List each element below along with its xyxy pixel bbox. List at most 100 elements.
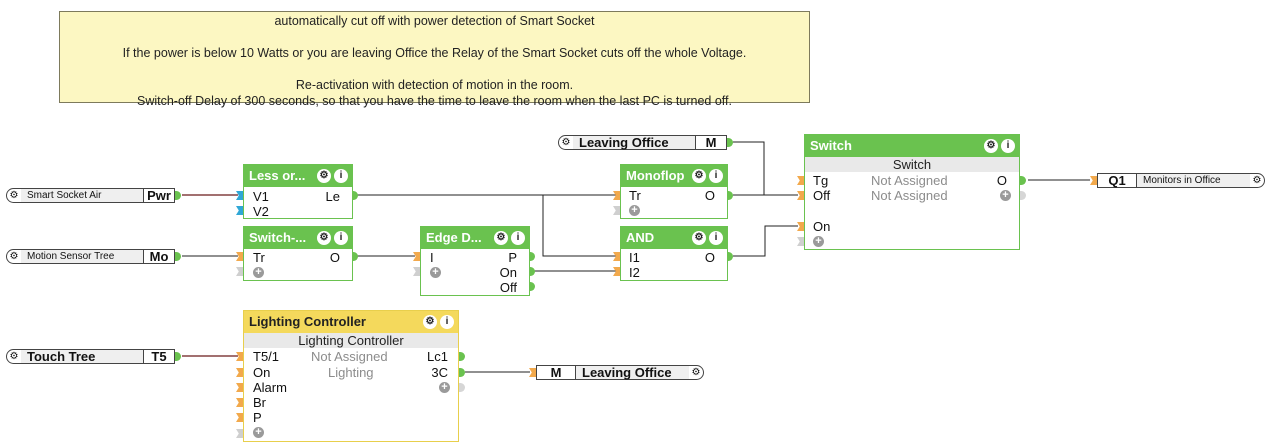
port-label: 3C <box>431 365 448 380</box>
add-input-icon[interactable]: + <box>629 205 640 216</box>
block-less-or-equal[interactable]: Less or... ⚙i V1 V2 Le <box>243 164 353 219</box>
input-port[interactable] <box>797 237 804 246</box>
port-label: Br <box>253 395 266 410</box>
port-label: O <box>996 173 1007 188</box>
input-code: T5 <box>151 349 167 364</box>
input-port[interactable] <box>413 252 420 261</box>
input-port[interactable] <box>236 413 243 422</box>
input-port[interactable] <box>1090 176 1097 185</box>
output-port[interactable] <box>352 191 358 200</box>
port-label: P <box>253 410 262 425</box>
input-name: Smart Socket Air <box>21 189 144 202</box>
block-and[interactable]: AND ⚙i I1 I2 O <box>620 226 728 281</box>
add-input-icon[interactable]: + <box>253 267 264 278</box>
input-smart-socket[interactable]: ⚙ Smart Socket Air Pwr <box>6 188 175 203</box>
input-port[interactable] <box>236 267 243 276</box>
output-port[interactable] <box>727 252 733 261</box>
wire-leaving-off <box>733 141 765 195</box>
input-port[interactable] <box>236 352 243 361</box>
gear-icon[interactable]: ⚙ <box>9 190 19 201</box>
input-port[interactable] <box>236 429 243 438</box>
port-label: O <box>704 188 715 203</box>
gear-icon[interactable]: ⚙ <box>984 139 998 153</box>
input-port[interactable] <box>236 383 243 392</box>
gear-icon[interactable]: ⚙ <box>494 231 508 245</box>
input-port[interactable] <box>236 252 243 261</box>
block-monoflop[interactable]: Monoflop ⚙i Tr O + <box>620 164 728 219</box>
wire-le-and <box>542 195 616 257</box>
output-port[interactable] <box>175 191 181 200</box>
info-icon[interactable]: i <box>440 315 454 329</box>
gear-icon[interactable]: ⚙ <box>692 231 706 245</box>
gear-icon[interactable]: ⚙ <box>691 367 701 378</box>
info-icon[interactable]: i <box>511 231 525 245</box>
input-port[interactable] <box>236 206 243 215</box>
comment-note[interactable]: automatically cut off with power detecti… <box>59 11 810 108</box>
gear-icon[interactable]: ⚙ <box>9 351 19 362</box>
note-line: Switch-off Delay of 300 seconds, so that… <box>136 94 732 108</box>
output-port[interactable] <box>529 282 535 291</box>
gear-icon[interactable]: ⚙ <box>692 169 706 183</box>
block-switch[interactable]: Switch ⚙i Switch Tg Off On Not Assigned … <box>804 134 1020 250</box>
info-icon[interactable]: i <box>334 169 348 183</box>
output-name: Leaving Office <box>575 366 689 379</box>
input-port[interactable] <box>236 368 243 377</box>
input-port[interactable] <box>613 206 620 215</box>
output-port[interactable] <box>727 138 733 147</box>
info-icon[interactable]: i <box>1001 139 1015 153</box>
gear-icon[interactable]: ⚙ <box>317 231 331 245</box>
assignment-text: Lighting <box>328 365 374 380</box>
input-port[interactable] <box>236 191 243 200</box>
output-port[interactable] <box>175 352 181 361</box>
block-edge-detection[interactable]: Edge D... ⚙i I + P On Off <box>420 226 530 296</box>
output-port[interactable] <box>529 252 535 261</box>
output-port[interactable] <box>459 383 465 392</box>
port-label: O <box>704 250 715 265</box>
output-port[interactable] <box>175 252 181 261</box>
input-port[interactable] <box>797 222 804 231</box>
input-port[interactable] <box>529 368 536 377</box>
output-port[interactable] <box>352 252 358 261</box>
block-title: Less or... <box>249 168 306 183</box>
port-label: P <box>508 250 517 265</box>
gear-icon[interactable]: ⚙ <box>561 137 571 148</box>
input-port[interactable] <box>797 176 804 185</box>
output-code: M <box>550 365 562 380</box>
input-port[interactable] <box>613 252 620 261</box>
add-output-icon[interactable]: + <box>1000 190 1011 201</box>
output-port[interactable] <box>727 191 733 200</box>
gear-icon[interactable]: ⚙ <box>423 315 437 329</box>
input-code: Mo <box>149 249 169 264</box>
output-port[interactable] <box>459 368 465 377</box>
input-leaving-office[interactable]: ⚙ Leaving Office M <box>558 135 727 150</box>
output-port[interactable] <box>1020 176 1026 185</box>
info-icon[interactable]: i <box>709 169 723 183</box>
input-code: Pwr <box>147 188 171 203</box>
input-port[interactable] <box>613 191 620 200</box>
output-port[interactable] <box>459 352 465 361</box>
gear-icon[interactable]: ⚙ <box>317 169 331 183</box>
add-output-icon[interactable]: + <box>439 382 450 393</box>
port-label: Tr <box>629 188 641 203</box>
port-label: On <box>253 365 271 380</box>
input-touch-tree[interactable]: ⚙ Touch Tree T5 <box>6 349 175 364</box>
gear-icon[interactable]: ⚙ <box>1252 175 1262 186</box>
info-icon[interactable]: i <box>709 231 723 245</box>
add-input-icon[interactable]: + <box>813 236 824 247</box>
output-monitors[interactable]: Q1 Monitors in Office ⚙ <box>1097 173 1265 188</box>
add-input-icon[interactable]: + <box>430 267 441 278</box>
output-port[interactable] <box>529 267 535 276</box>
block-switch-off-delay[interactable]: Switch-... ⚙i Tr O + <box>243 226 353 281</box>
input-motion-sensor[interactable]: ⚙ Motion Sensor Tree Mo <box>6 249 175 264</box>
assignment-text: Not Assigned <box>871 188 948 203</box>
block-lighting-controller[interactable]: Lighting Controller ⚙i Lighting Controll… <box>243 310 459 442</box>
input-port[interactable] <box>413 267 420 276</box>
input-port[interactable] <box>613 267 620 276</box>
add-input-icon[interactable]: + <box>253 427 264 438</box>
input-port[interactable] <box>236 398 243 407</box>
gear-icon[interactable]: ⚙ <box>9 251 19 262</box>
input-port[interactable] <box>797 191 804 200</box>
output-port[interactable] <box>1020 191 1026 200</box>
info-icon[interactable]: i <box>334 231 348 245</box>
output-leaving-office[interactable]: M Leaving Office ⚙ <box>536 365 704 380</box>
